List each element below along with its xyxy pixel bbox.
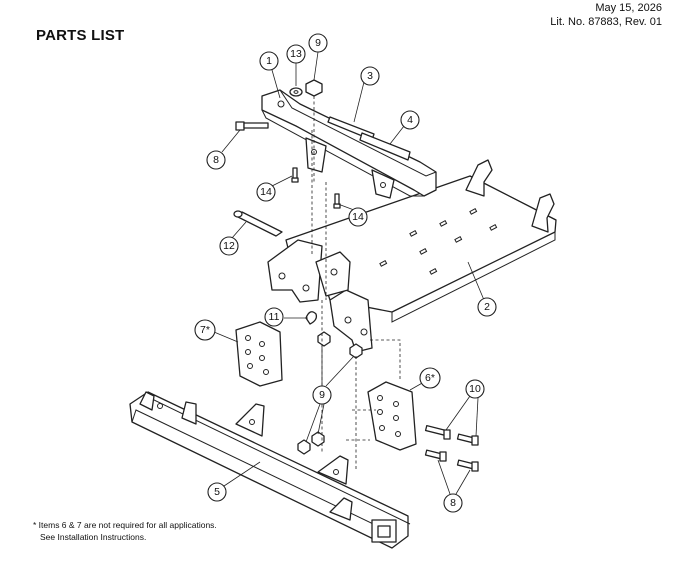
svg-text:14: 14 (260, 186, 272, 198)
svg-text:8: 8 (450, 497, 456, 509)
svg-text:11: 11 (269, 311, 280, 323)
callout-6: 6* (419, 367, 441, 389)
svg-text:8: 8 (213, 154, 219, 166)
svg-text:7*: 7* (200, 324, 210, 336)
callout-9-middle: 9 (312, 385, 332, 405)
callout-11: 11 (264, 307, 284, 327)
callout-8-bottom: 8 (443, 493, 463, 513)
svg-text:3: 3 (367, 70, 373, 82)
part-10-bolts (424, 424, 479, 446)
callout-7: 7* (194, 319, 216, 341)
part-8-bolt-top (235, 121, 269, 131)
part-2-mounting-plate (267, 159, 557, 353)
part-11-clip (305, 311, 318, 325)
svg-text:9: 9 (315, 37, 321, 49)
svg-text:9: 9 (319, 389, 325, 401)
callout-14-left: 14 (256, 182, 276, 202)
callout-1: 1 (259, 51, 279, 71)
part-5-receiver-tube (129, 391, 411, 549)
svg-text:13: 13 (290, 48, 302, 60)
part-1-top-bracket (261, 89, 437, 199)
callout-9-top: 9 (308, 33, 328, 53)
svg-text:1: 1 (266, 55, 272, 67)
callout-2: 2 (477, 297, 497, 317)
part-7-bracket (235, 321, 283, 387)
svg-text:6*: 6* (425, 372, 435, 384)
callout-leader-lines (213, 51, 485, 495)
svg-text:2: 2 (484, 301, 490, 313)
part-14-bolts (291, 167, 341, 209)
part-4-wear-pad (359, 132, 411, 161)
svg-text:14: 14 (352, 211, 364, 223)
svg-text:12: 12 (223, 240, 235, 252)
part-6-bracket (367, 381, 417, 451)
callout-12: 12 (219, 236, 239, 256)
svg-text:5: 5 (214, 486, 220, 498)
callout-5: 5 (207, 482, 227, 502)
callout-8-top: 8 (206, 150, 226, 170)
svg-text:4: 4 (407, 114, 413, 126)
callout-14-right: 14 (348, 207, 368, 227)
document-date: May 15, 2026 (595, 2, 662, 14)
callout-13: 13 (286, 44, 306, 64)
footnote-line-1: * Items 6 & 7 are not required for all a… (33, 520, 217, 530)
callout-10: 10 (465, 379, 485, 399)
part-9-nuts-middle (297, 331, 363, 455)
callout-3: 3 (360, 66, 380, 86)
svg-text:10: 10 (469, 383, 481, 395)
page-title: PARTS LIST (36, 27, 125, 44)
part-9-nut-top (305, 79, 323, 97)
literature-number: Lit. No. 87883, Rev. 01 (550, 16, 662, 28)
part-12-pin (233, 210, 283, 237)
footnote-line-2: See Installation Instructions. (40, 532, 147, 542)
part-8-bolts-right (424, 449, 479, 472)
part-13-washer (289, 87, 303, 97)
callout-4: 4 (400, 110, 420, 130)
